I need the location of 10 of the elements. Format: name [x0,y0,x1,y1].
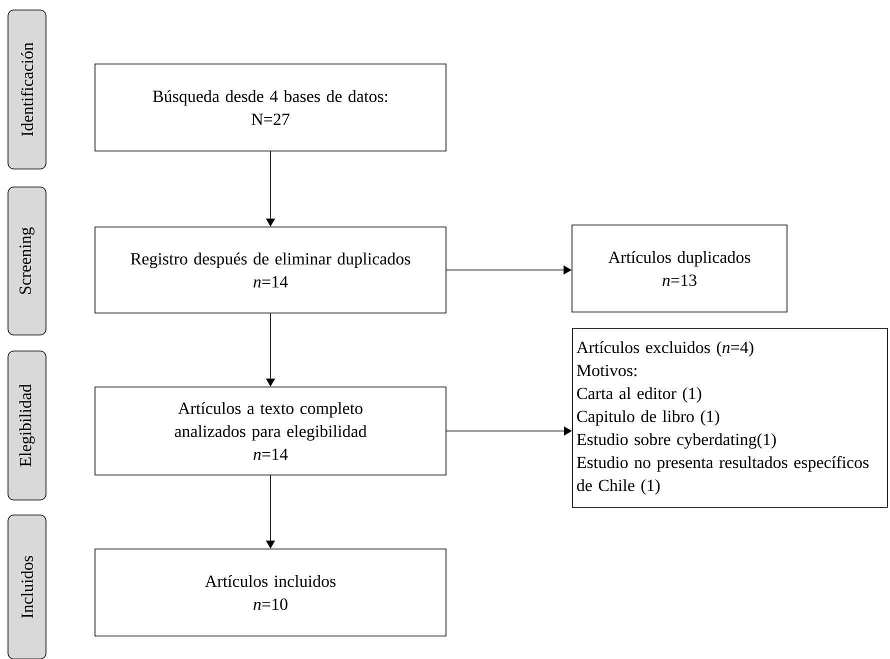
exclusion-box: Artículos excluidos (n=4) Motivos: Carta al editor (1) Capitulo de libro (1) Estudio sobre cyberdating(1) Estudio no presenta resultados específicos de Chile (1) [572,328,888,508]
phase-label: Identificación [8,10,46,170]
phase-label: Incluidos [8,514,46,659]
process-box: Artículos incluidos n=10 [94,548,446,636]
process-box: Artículos duplicados n=13 [572,224,788,312]
phase-label: Elegibilidad [8,350,46,500]
process-box: Búsqueda desde 4 bases de datos: N=27 [94,64,446,152]
process-box: Registro después de eliminar duplicados n=14 [94,226,446,314]
process-box: Artículos a texto completo analizados para elegibilidad n=14 [94,386,446,476]
phase-label: Screening [8,186,46,336]
